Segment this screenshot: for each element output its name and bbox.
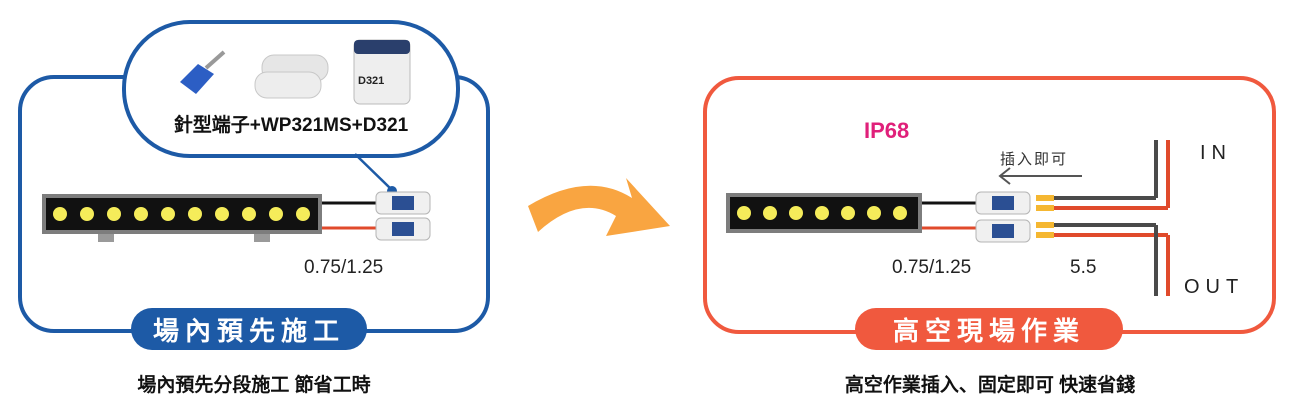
left-wire-gauge: 0.75/1.25: [304, 257, 384, 278]
right-led: [789, 206, 803, 220]
right-wire-gauge: 0.75/1.25: [892, 257, 972, 278]
left-led: [269, 207, 283, 221]
insert-arrow-head: [998, 167, 1011, 185]
right-led: [841, 206, 855, 220]
right-led: [763, 206, 777, 220]
left-connector-top: [375, 191, 431, 215]
bubble-pointer: [354, 153, 393, 191]
left-caption: 場內預先分段施工 節省工時: [137, 375, 371, 396]
main-wire-gauge: 5.5: [1070, 257, 1097, 278]
right-connector-bottom: [975, 219, 1031, 243]
d321-product-icon: D321: [353, 39, 411, 105]
insert-hint: 插入即可: [1000, 151, 1069, 168]
left-led: [80, 207, 94, 221]
left-led: [134, 207, 148, 221]
left-led: [53, 207, 67, 221]
right-led: [893, 206, 907, 220]
transition-arrow: [528, 178, 670, 236]
pin-terminal-icon: [180, 50, 226, 94]
ip68-rating: IP68: [864, 118, 910, 143]
right-connector-top: [975, 191, 1031, 215]
left-led: [188, 207, 202, 221]
components-label: 針型端子+WP321MS+D321: [173, 115, 409, 136]
out-label: OUT: [1184, 276, 1245, 298]
in-label: IN: [1200, 142, 1232, 164]
left-led: [107, 207, 121, 221]
right-caption: 高空作業插入、固定即可 快速省錢: [844, 375, 1136, 396]
right-led: [815, 206, 829, 220]
pin-terminals: [1036, 195, 1054, 238]
main-line-wires: [1054, 140, 1170, 296]
onsite-pill: 場內預先施工: [131, 308, 367, 350]
left-led: [161, 207, 175, 221]
field-pill: 高空現場作業: [855, 308, 1123, 350]
d321-product-text: D321: [358, 75, 384, 87]
right-led: [867, 206, 881, 220]
left-led-bar: [42, 194, 322, 242]
right-led-bar: [726, 193, 922, 233]
left-connector-bottom: [375, 217, 431, 241]
wp321ms-connector-icon: [254, 54, 329, 99]
left-led: [242, 207, 256, 221]
right-led: [737, 206, 751, 220]
left-led: [296, 207, 310, 221]
left-led: [215, 207, 229, 221]
